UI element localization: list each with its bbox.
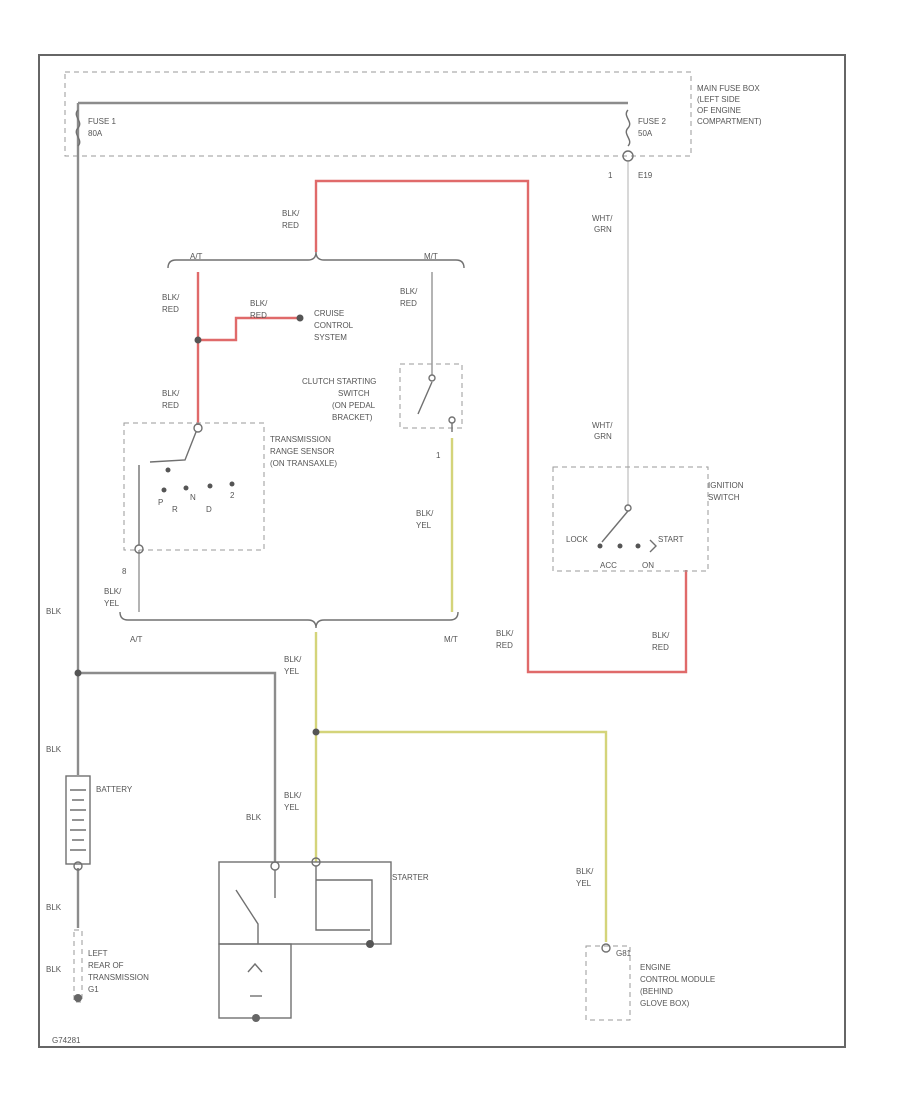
starter-motor-box — [218, 943, 292, 1019]
label-trans-pin: 8 — [122, 567, 127, 576]
clutch-switch-outline — [399, 363, 463, 429]
fuse2-symbol — [625, 109, 631, 147]
label-blk-3: BLK — [46, 903, 62, 912]
main-fuse-box-outline — [64, 71, 692, 157]
clutch-switch-contact-bottom — [448, 416, 456, 424]
trans-contact-r — [183, 485, 189, 491]
ignition-contact-acc — [617, 543, 623, 549]
battery-body — [65, 775, 91, 865]
label-blk-red-ign: BLK/ RED — [652, 631, 672, 652]
label-blk-2: BLK — [46, 745, 62, 754]
trans-sensor-output — [134, 544, 144, 554]
label-at-top: A/T — [190, 252, 203, 261]
wire-blk-red-main — [314, 179, 688, 674]
label-trans-pos-2: 2 — [230, 491, 235, 500]
label-ign-lock: LOCK — [566, 535, 588, 544]
ignition-switch-outline — [552, 466, 709, 572]
label-trans-pos-r: R — [172, 505, 178, 514]
ignition-contact-lock — [597, 543, 603, 549]
trans-contact-n — [207, 483, 213, 489]
label-fuse1: FUSE 1 80A — [88, 117, 118, 138]
conn-e19-symbol — [622, 150, 634, 162]
starter-contact — [235, 870, 276, 944]
battery-negative-terminal — [73, 861, 83, 871]
label-blk-starter: BLK — [246, 813, 262, 822]
label-conn-e19: 1 E19 — [608, 171, 653, 180]
trans-contact-d — [229, 481, 235, 487]
wire-blk-yel-ecm — [316, 730, 608, 942]
label-at-bottom: A/T — [130, 635, 143, 644]
label-blk-red-at1: BLK/ RED — [162, 293, 182, 314]
junction-blk-red-cruise — [194, 336, 202, 344]
starter-coil — [315, 866, 373, 944]
ignition-start-arrow — [649, 539, 657, 553]
label-blk-yel-at: BLK/ YEL — [104, 587, 124, 608]
battery-plates — [70, 789, 86, 851]
label-blk-1: BLK — [46, 607, 62, 616]
ecm-pin-symbol — [601, 943, 611, 953]
trans-sensor-outline — [123, 422, 265, 551]
starter-motor-symbol — [247, 962, 263, 973]
label-ign-acc: ACC — [600, 561, 617, 570]
clutch-switch-blade — [417, 381, 433, 415]
trans-contact-p — [161, 487, 167, 493]
label-blk-yel-ecm: BLK/ YEL — [576, 867, 596, 888]
label-fuse2: FUSE 2 50A — [638, 117, 668, 138]
label-clutch-switch: CLUTCH STARTING SWITCH (ON PEDAL BRACKET… — [302, 377, 379, 422]
starter-coil-ground — [366, 940, 374, 948]
wire-blk-to-starter — [78, 671, 277, 862]
ground-g1-symbol — [74, 994, 82, 1002]
label-blk-red-cruise: BLK/ RED — [250, 299, 270, 320]
label-blk-yel-starter: BLK/ YEL — [284, 791, 304, 812]
label-clutch-pin: 1 — [436, 451, 441, 460]
starter-terminal-b — [270, 861, 280, 871]
label-battery: BATTERY — [96, 785, 133, 794]
diagram-frame — [38, 54, 846, 1048]
label-wht-grn-lower: WHT/ GRN — [592, 421, 615, 441]
trans-sensor-blade — [149, 431, 197, 463]
label-blk-yel-mt: BLK/ YEL — [416, 509, 436, 530]
cruise-connector — [296, 314, 304, 322]
label-starter: STARTER — [392, 873, 429, 882]
label-trans-sensor: TRANSMISSION RANGE SENSOR (ON TRANSAXLE) — [270, 435, 337, 468]
trans-sensor-input — [193, 423, 203, 433]
label-cruise-control: CRUISE CONTROL SYSTEM — [314, 309, 355, 342]
label-blk-red-at2: BLK/ RED — [162, 389, 182, 410]
label-ecm-pin: G81 — [616, 949, 632, 958]
fuse1-symbol — [75, 109, 81, 147]
label-trans-pos-d: D — [206, 505, 212, 514]
label-main-fuse-box: MAIN FUSE BOX (LEFT SIDE OF ENGINE COMPA… — [697, 84, 762, 126]
bottom-split-brace — [119, 611, 459, 629]
label-ign-on: ON — [642, 561, 654, 570]
clutch-switch-contact-top — [428, 374, 436, 382]
label-blk-4: BLK — [46, 965, 62, 974]
label-blk-yel-junction: BLK/ YEL — [284, 655, 304, 676]
ignition-input — [624, 504, 632, 512]
ecm-outline — [585, 945, 631, 1021]
label-mt-bottom: M/T — [444, 635, 458, 644]
label-ground-g1: LEFT REAR OF TRANSMISSION G1 — [88, 949, 151, 994]
junction-blk-starter — [74, 669, 82, 677]
starter-ground — [252, 1014, 260, 1022]
label-blk-red-mt: BLK/ RED — [400, 287, 420, 308]
wire-blk-red-cruise — [198, 316, 300, 342]
top-split-brace — [167, 251, 465, 269]
junction-blk-yel-ecm — [312, 728, 320, 736]
label-blk-red-right: BLK/ RED — [496, 629, 516, 650]
label-ign-start: START — [658, 535, 684, 544]
label-ignition-switch: IGNITION SWITCH — [708, 481, 746, 502]
label-blk-red-top: BLK/ RED — [282, 209, 302, 230]
ground-bracket — [73, 929, 83, 1003]
trans-contact-2 — [165, 467, 171, 473]
starter-solenoid-box — [218, 861, 392, 945]
label-wht-grn-upper: WHT/ GRN — [592, 214, 615, 234]
label-ecm: ENGINE CONTROL MODULE (BEHIND GLOVE BOX) — [640, 963, 718, 1008]
label-trans-pos-p: P — [158, 498, 163, 507]
label-trans-pos-n: N — [190, 493, 196, 502]
ignition-blade — [601, 510, 629, 543]
label-mt-top: M/T — [424, 252, 438, 261]
footer-code: G74281 — [52, 1036, 81, 1045]
ignition-contact-on — [635, 543, 641, 549]
